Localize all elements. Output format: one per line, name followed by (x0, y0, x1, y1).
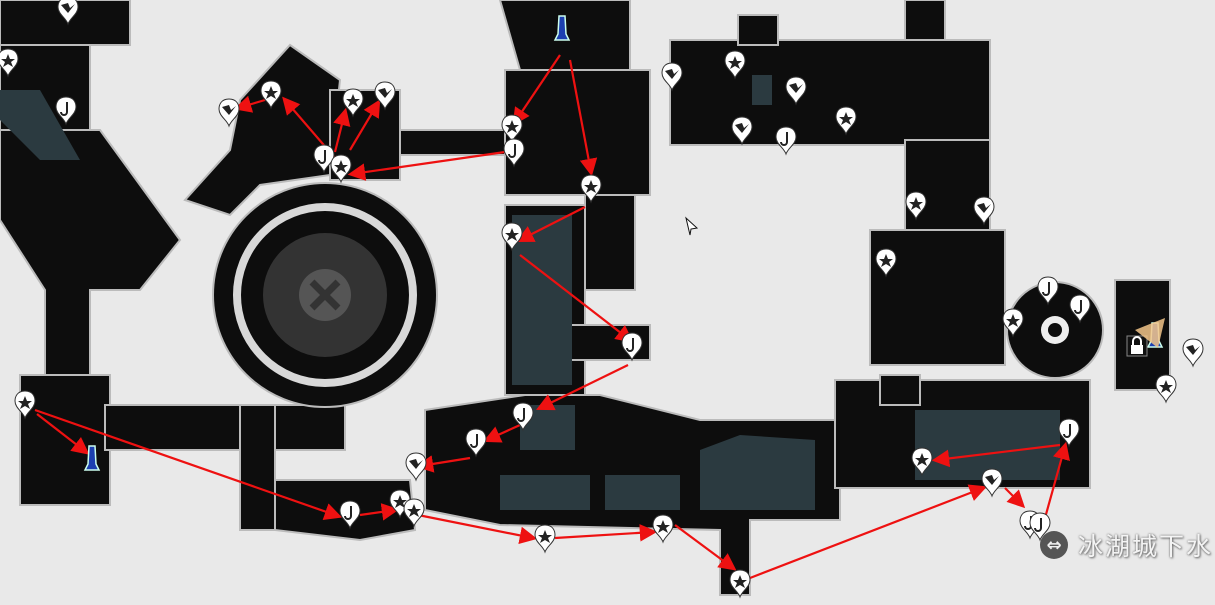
location-switcher[interactable]: ⇔ 冰湖城下水 (1040, 527, 1213, 563)
cursor-icon (685, 216, 699, 236)
star-pin-icon[interactable] (1156, 375, 1176, 402)
lock-icon[interactable] (1126, 335, 1148, 357)
hook-pin-icon[interactable] (776, 127, 796, 154)
bird-pin-icon[interactable] (406, 453, 426, 480)
bird-pin-icon[interactable] (982, 469, 1002, 496)
bird-pin-icon[interactable] (1183, 339, 1203, 366)
location-name: 冰湖城下水 (1078, 532, 1214, 561)
central-arena (233, 203, 1069, 387)
swap-arrows-icon[interactable]: ⇔ (1040, 531, 1068, 559)
star-pin-icon[interactable] (653, 515, 673, 542)
star-pin-icon[interactable] (535, 525, 555, 552)
player-location-icon (1135, 318, 1165, 348)
map-markers[interactable] (0, 0, 1203, 597)
